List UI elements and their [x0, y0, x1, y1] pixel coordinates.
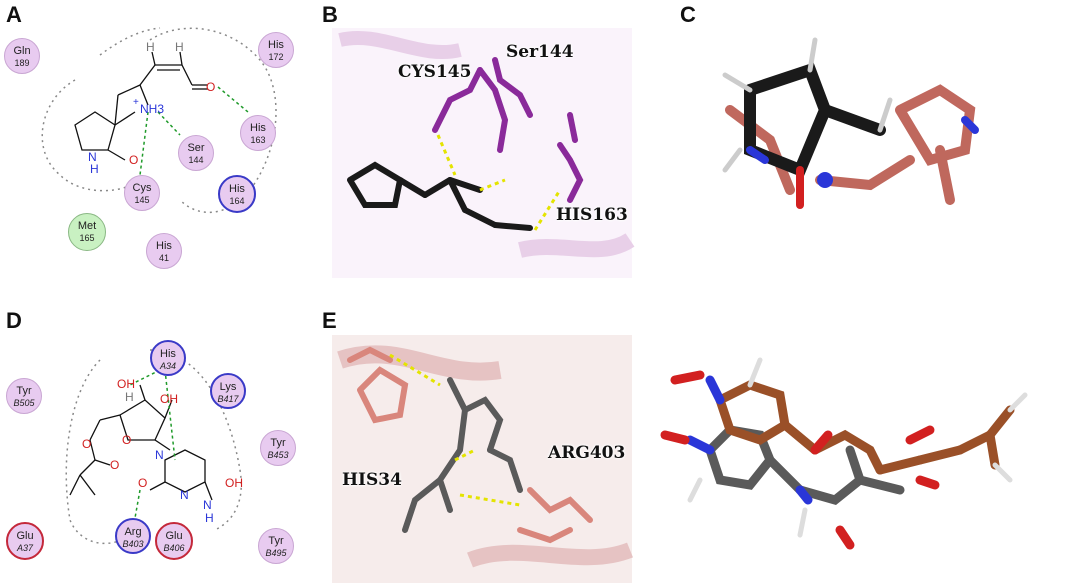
atom-oh3: OH [225, 476, 243, 490]
residue-number: A37 [16, 543, 33, 553]
residue-number: A34 [159, 361, 176, 371]
atom-o4: O [138, 476, 148, 490]
residue-name: Gln [13, 45, 31, 57]
residue-number: B417 [217, 394, 239, 404]
residue-number: B453 [267, 450, 289, 460]
residue-label-arg403: ARG403 [548, 443, 626, 463]
panel-e: E HIS34 ARG403 [320, 300, 650, 585]
residue-number: 145 [134, 195, 150, 205]
atom-n1: N [155, 448, 164, 462]
panel-d-2d-diagram [65, 349, 242, 545]
atom-h2: H [175, 40, 184, 54]
residue-label-his34: HIS34 [342, 470, 402, 490]
panel-b: B CYS145 Ser144 HIS163 [320, 0, 650, 290]
atom-o2: O [82, 437, 92, 451]
panel-e-label: E [322, 308, 337, 333]
atom-o-aldehyde: O [206, 80, 216, 94]
panel-a-2d-diagram [41, 27, 277, 214]
panel-b-label: B [322, 2, 338, 27]
atom-hn: H [205, 511, 214, 525]
residue-name: Arg [124, 526, 142, 538]
residue-number: B495 [265, 548, 287, 558]
residue-name: Glu [16, 530, 34, 542]
panel-f: F [650, 300, 1065, 585]
panel-c: C [650, 0, 1065, 290]
panel-b-3d-render [332, 28, 635, 278]
residue-name: His [268, 39, 284, 51]
atom-n2: N [180, 488, 189, 502]
atom-nh3: NH3 [140, 102, 165, 116]
atom-h-n: H [90, 162, 99, 176]
residue-name: Cys [132, 182, 152, 194]
residue-number: 189 [14, 58, 30, 68]
atom-plus: + [133, 97, 139, 108]
residue-name: Met [77, 220, 97, 232]
residue-label-his163: HIS163 [556, 205, 628, 225]
panel-e-3d-render [332, 335, 633, 583]
residue-number: 172 [268, 52, 284, 62]
panel-c-label: C [680, 2, 696, 27]
residue-label-ser144: Ser144 [506, 42, 574, 62]
atom-n: N [88, 150, 97, 164]
residue-number: B403 [122, 539, 144, 549]
residue-name: Tyr [268, 535, 284, 547]
residue-name: His [250, 122, 266, 134]
residue-name: Glu [165, 530, 183, 542]
atom-o3: O [110, 458, 120, 472]
panel-a-label: A [6, 2, 22, 27]
atom-o1: O [122, 433, 132, 447]
panel-c-3d-render [722, 37, 979, 209]
atom-o-ring: O [129, 153, 139, 167]
residue-number: 144 [188, 155, 204, 165]
residue-name: His [160, 348, 176, 360]
residue-name: Tyr [270, 437, 286, 449]
residue-name: Ser [187, 142, 205, 154]
residue-name: His [229, 183, 245, 195]
residue-name: Lys [219, 381, 237, 393]
residue-number: B505 [13, 398, 35, 408]
atom-n3: N [203, 498, 212, 512]
residue-number: 163 [250, 135, 266, 145]
residue-number: 164 [229, 196, 245, 206]
atom-h: H [125, 390, 134, 404]
residue-number: B406 [163, 543, 185, 553]
panel-f-3d-render [660, 357, 1028, 550]
residue-name: His [156, 240, 172, 252]
residue-name: Tyr [16, 385, 32, 397]
atom-h1: H [146, 40, 155, 54]
panel-d-label: D [6, 308, 22, 333]
residue-number: 41 [158, 253, 169, 263]
residue-label-cys145: CYS145 [398, 62, 472, 82]
residue-number: 165 [79, 233, 95, 243]
atom-oh2: OH [160, 392, 178, 406]
atom-oh1: OH [117, 377, 135, 391]
